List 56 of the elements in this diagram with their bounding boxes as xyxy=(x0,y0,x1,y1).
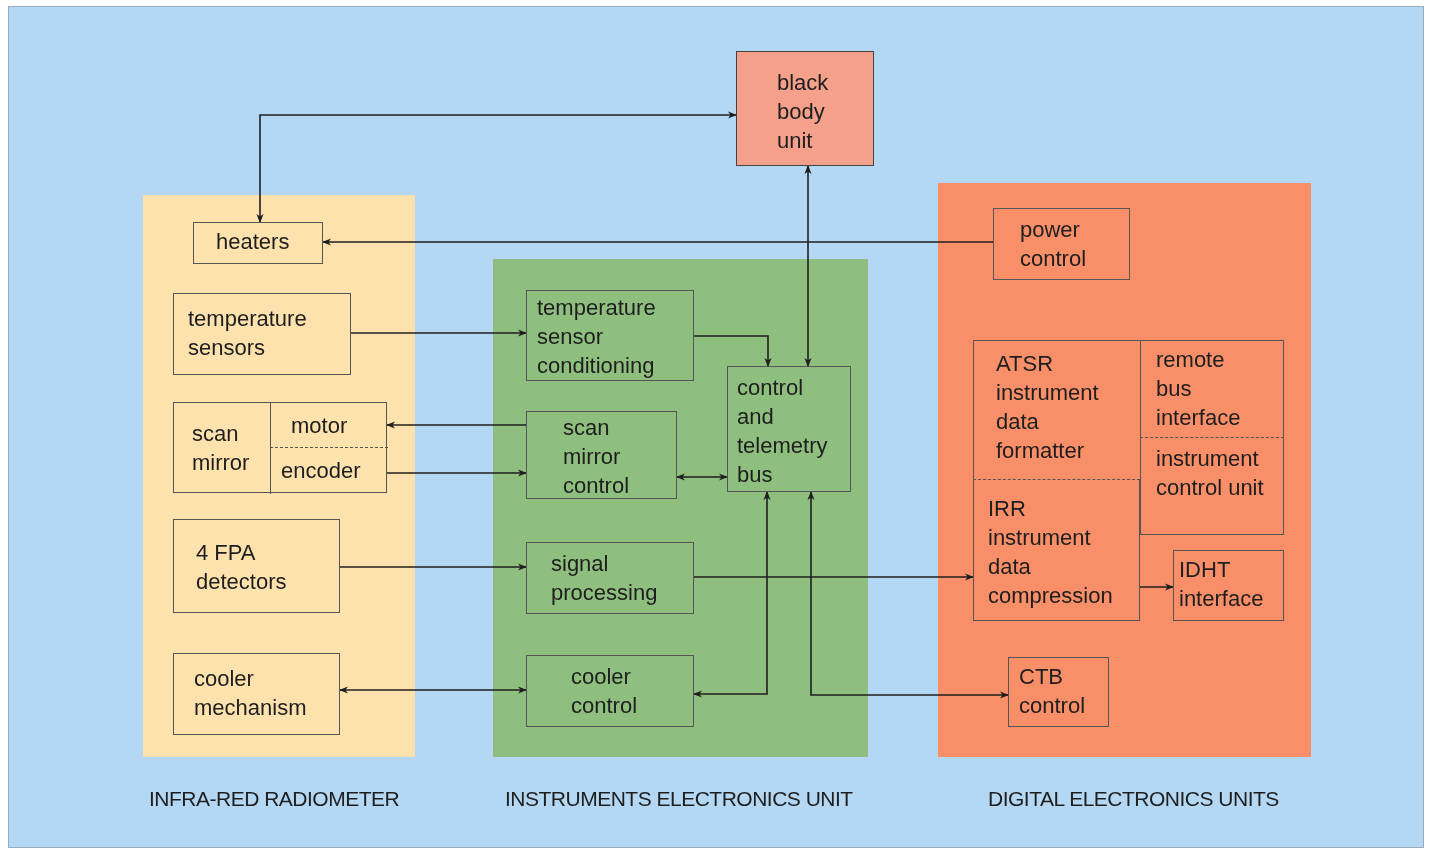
component-box xyxy=(173,653,340,735)
component-box xyxy=(193,222,323,264)
connector-arrow xyxy=(1139,583,1174,591)
box-label: cooler mechanism xyxy=(194,666,307,720)
component-box xyxy=(1140,340,1284,438)
box-label: temperature sensor conditioning xyxy=(537,295,656,378)
connector-arrow xyxy=(386,469,527,477)
component-box xyxy=(173,293,351,375)
connector-arrow xyxy=(693,335,772,367)
connector-arrow xyxy=(339,686,527,694)
connector-arrow xyxy=(693,573,974,581)
connector-arrow xyxy=(807,491,1009,699)
box-label: ATSR instrument data formatter xyxy=(996,351,1099,463)
box-label: remote bus interface xyxy=(1156,347,1241,430)
connector-arrow xyxy=(256,111,737,223)
component-box xyxy=(973,340,1140,480)
box-label: control and telemetry bus xyxy=(737,375,828,487)
box-label: IDHT interface xyxy=(1179,557,1264,611)
box-label: temperature sensors xyxy=(188,306,307,360)
box-label: scan mirror control xyxy=(563,415,630,498)
box-label: power control xyxy=(1020,217,1087,271)
connector-arrow xyxy=(386,421,527,429)
connector-arrow xyxy=(693,491,771,698)
component-box xyxy=(526,290,694,381)
component-box xyxy=(526,655,694,727)
connector-arrow xyxy=(804,165,812,367)
component-box xyxy=(526,542,694,614)
connector-arrow xyxy=(676,473,728,481)
group-heading: DIGITAL ELECTRONICS UNITS xyxy=(987,786,1279,812)
component-box xyxy=(1140,438,1284,535)
box-label: heaters xyxy=(216,229,290,254)
group-heading: INFRA-RED RADIOMETER xyxy=(148,786,400,812)
connector-arrow xyxy=(322,238,994,246)
box-label: IRR instrument data compression xyxy=(988,496,1113,608)
box-label: motor xyxy=(291,413,348,438)
box-label: encoder xyxy=(281,458,361,483)
box-label: scan mirror xyxy=(192,421,250,475)
box-label: cooler control xyxy=(571,664,638,718)
connector-arrow xyxy=(339,563,527,571)
box-label: instrument control unit xyxy=(1156,446,1264,500)
connector-arrow xyxy=(350,329,527,337)
component-box xyxy=(1008,657,1109,727)
component-box xyxy=(727,366,851,492)
component-box xyxy=(526,411,677,499)
box-label: black body unit xyxy=(777,70,829,153)
unit-box xyxy=(736,51,874,166)
group-heading: INSTRUMENTS ELECTRONICS UNIT xyxy=(504,786,853,812)
component-box xyxy=(1173,550,1284,621)
component-box xyxy=(270,403,388,448)
component-box xyxy=(173,402,387,493)
component-box xyxy=(973,480,1140,621)
box-label: CTB control xyxy=(1019,664,1086,718)
component-box xyxy=(993,208,1130,280)
component-box xyxy=(173,519,340,613)
box-label: 4 FPA detectors xyxy=(196,540,287,594)
box-label: signal processing xyxy=(551,551,658,605)
